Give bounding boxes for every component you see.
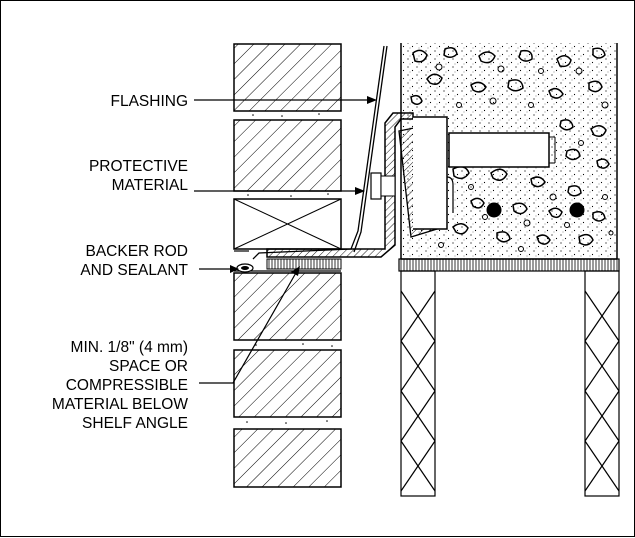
bearing-strip	[398, 258, 620, 272]
brick-unit	[233, 428, 342, 488]
rebar	[569, 202, 585, 218]
brick-unit	[233, 119, 342, 192]
label-min-space-line2: SPACE OR	[109, 358, 188, 375]
label-backer-rod-line2: AND SEALANT	[80, 262, 188, 279]
brick-unit	[233, 272, 342, 341]
brick-veneer	[233, 43, 342, 488]
mortar-joints	[246, 113, 333, 424]
leader-arrows	[230, 96, 377, 276]
callout-labels: FLASHING PROTECTIVE MATERIAL BACKER ROD …	[52, 93, 189, 432]
label-flashing: FLASHING	[110, 93, 188, 110]
rebar	[486, 202, 502, 218]
label-min-space-line5: SHELF ANGLE	[82, 415, 188, 432]
backer-rod	[236, 263, 254, 273]
leader-lines	[194, 99, 371, 384]
label-protective-material-line2: MATERIAL	[112, 177, 189, 194]
concrete-slab	[400, 43, 618, 260]
label-min-space-line4: MATERIAL BELOW	[52, 396, 188, 413]
label-backer-rod-line1: BACKER ROD	[86, 243, 189, 260]
embed-insert	[448, 132, 550, 168]
wood-studs	[400, 270, 620, 497]
brick-unit	[233, 43, 342, 112]
bolt-nut	[370, 172, 382, 200]
compressible-strip	[266, 258, 342, 270]
label-min-space-line1: MIN. 1/8" (4 mm)	[71, 339, 188, 356]
label-min-space-line3: COMPRESSIBLE	[66, 377, 188, 394]
label-protective-material-line1: PROTECTIVE	[89, 158, 188, 175]
brick-unit	[233, 349, 342, 418]
